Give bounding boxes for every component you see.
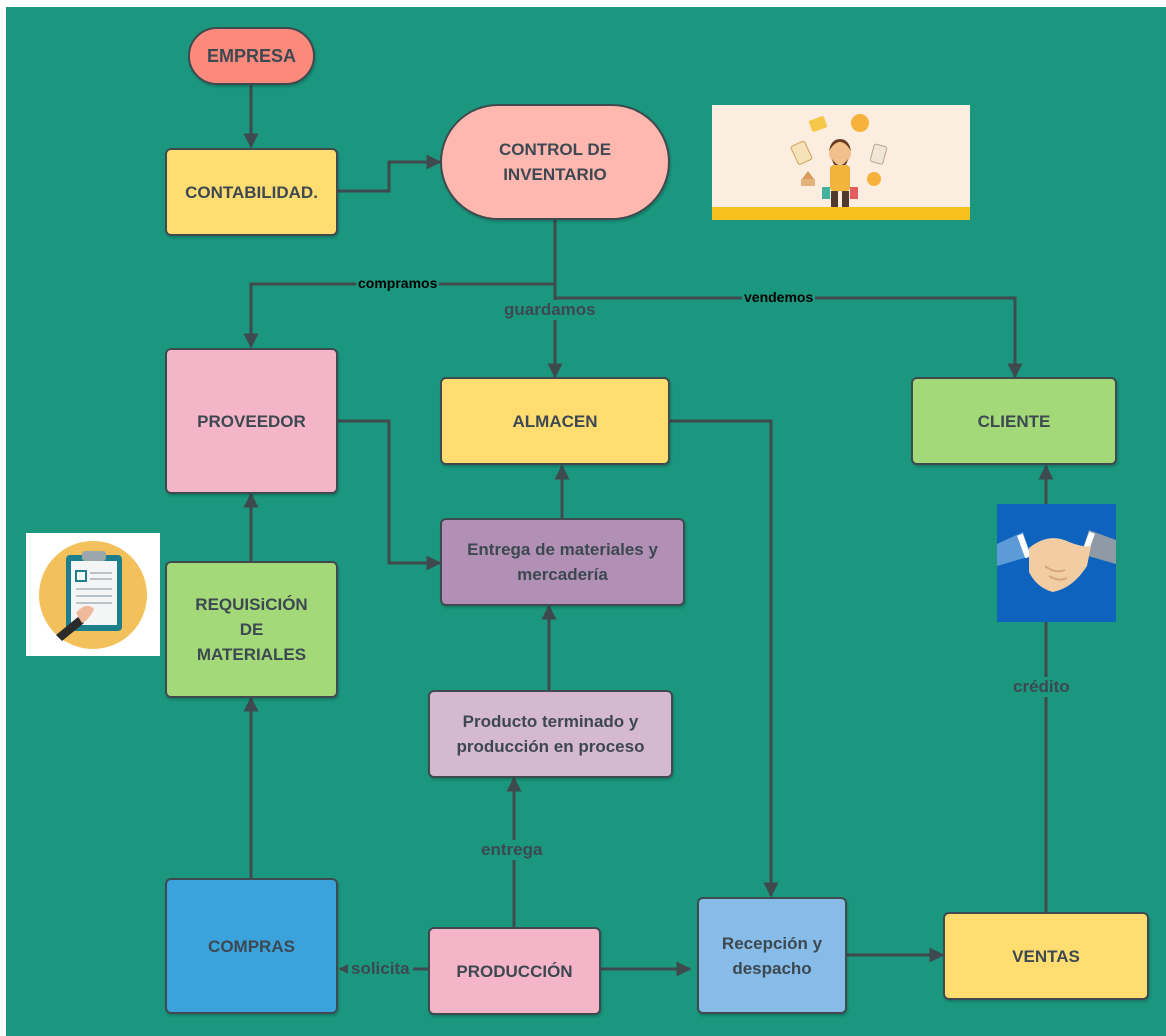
deal-illustration — [997, 504, 1116, 622]
edge-almacen-recepcion — [670, 419, 779, 898]
node-recepcion: Recepción y despacho — [697, 897, 847, 1014]
edge-label-compramos: compramos — [356, 275, 440, 291]
edge-compramos — [243, 282, 555, 349]
edge-label-solicita: solicita — [348, 959, 413, 979]
edge-proveedor-entrega — [338, 419, 442, 571]
edge-label-vendemos: vendemos — [742, 289, 816, 305]
node-cliente: CLIENTE — [911, 377, 1117, 465]
node-producto-terminado-label: Producto terminado y producción en proce… — [456, 712, 645, 756]
node-empresa: EMPRESA — [188, 27, 315, 85]
edge-label-credito: crédito — [1010, 677, 1073, 697]
clipboard-icon — [39, 541, 147, 649]
node-contabilidad-label: CONTABILIDAD. — [185, 182, 318, 202]
node-empresa-label: EMPRESA — [206, 45, 296, 66]
inventory-illustration — [712, 105, 970, 220]
node-ventas-label: VENTAS — [1012, 946, 1080, 966]
node-requisicion-label: REQUISiCIÓN DE MATERIALES — [195, 595, 308, 664]
edge-label-entrega: entrega — [478, 840, 546, 860]
edge-vendemos — [555, 296, 1023, 379]
node-compras-label: COMPRAS — [208, 936, 295, 956]
node-compras: COMPRAS — [165, 878, 338, 1014]
node-entrega-materiales: Entrega de materiales y mercadería — [440, 518, 685, 606]
inventory-manager-icon — [712, 114, 970, 220]
node-produccion-label: PRODUCCIÓN — [456, 961, 573, 981]
node-almacen: ALMACEN — [440, 377, 670, 465]
node-produccion: PRODUCCIÓN — [428, 927, 601, 1015]
edge-label-guardamos: guardamos — [501, 300, 599, 320]
node-proveedor-label: PROVEEDOR — [197, 411, 306, 431]
node-proveedor: PROVEEDOR — [165, 348, 338, 494]
handshake-icon — [997, 530, 1116, 592]
node-cliente-label: CLIENTE — [977, 411, 1051, 431]
requisition-illustration — [26, 533, 160, 656]
node-entrega-materiales-label: Entrega de materiales y mercadería — [467, 540, 658, 584]
node-ventas: VENTAS — [943, 912, 1149, 1000]
edge-contabilidad-control — [338, 154, 442, 193]
node-control-inventario-label: CONTROL DE INVENTARIO — [498, 140, 612, 184]
node-almacen-label: ALMACEN — [512, 411, 598, 431]
node-contabilidad: CONTABILIDAD. — [165, 148, 338, 236]
node-recepcion-label: Recepción y despacho — [721, 933, 823, 978]
node-requisicion: REQUISiCIÓN DE MATERIALES — [165, 561, 338, 698]
node-producto-terminado: Producto terminado y producción en proce… — [428, 690, 673, 778]
node-control-inventario: CONTROL DE INVENTARIO — [440, 104, 670, 220]
